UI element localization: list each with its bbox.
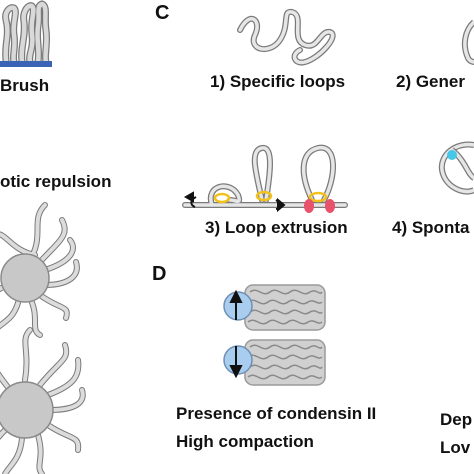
spontaneous-loops-illustration — [438, 141, 474, 195]
extrusion-arrows — [183, 191, 286, 213]
high-compaction-label: High compaction — [176, 432, 314, 451]
direction-arrows — [229, 289, 243, 379]
loop-type-1-label: 1) Specific loops — [210, 72, 346, 91]
condensin-rings — [213, 190, 328, 204]
low-compaction-label: Lov — [440, 438, 471, 457]
brush-label: Brush — [0, 76, 50, 95]
ctcf-anchors — [304, 199, 335, 213]
loop-extrusion-illustration — [182, 144, 348, 208]
specific-loops-illustration — [237, 8, 336, 66]
panel-d-letter: D — [152, 263, 167, 285]
condensed-chromatin-bottom — [244, 339, 326, 386]
star-polymer-top — [0, 202, 80, 338]
star-polymer-bottom — [0, 327, 86, 474]
generic-loops-illustration — [461, 19, 474, 65]
brush-surface — [0, 61, 52, 67]
condensin-presence-label: Presence of condensin II — [176, 404, 377, 423]
depletion-label: Dep — [440, 410, 473, 429]
osmotic-repulsion-label: otic repulsion — [0, 172, 112, 191]
loop-type-2-label: 2) Gener — [396, 72, 465, 91]
panel-c-letter: C — [155, 2, 170, 24]
centromere-circles — [223, 291, 253, 375]
condensed-chromatin-top — [244, 284, 326, 331]
loop-type-4-label: 4) Sponta — [392, 218, 470, 237]
loop-type-3-label: 3) Loop extrusion — [205, 218, 348, 237]
brush-illustration — [2, 0, 51, 66]
